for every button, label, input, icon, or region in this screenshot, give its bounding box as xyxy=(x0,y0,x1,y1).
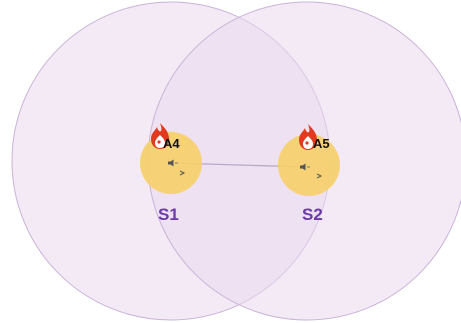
sensor-label-s1: S1 xyxy=(158,205,179,224)
sensor-node-s2[interactable] xyxy=(278,134,340,196)
speaker-icon xyxy=(300,163,310,171)
agent-label-a5: A5 xyxy=(313,136,330,151)
fire-icon xyxy=(151,123,169,149)
sensor-label-s2: S2 xyxy=(302,205,323,224)
fire-icon xyxy=(299,124,317,150)
arrow-icon xyxy=(179,170,186,176)
speaker-icon xyxy=(168,159,178,167)
agent-label-a4: A4 xyxy=(163,136,180,151)
arrow-icon xyxy=(316,173,323,179)
